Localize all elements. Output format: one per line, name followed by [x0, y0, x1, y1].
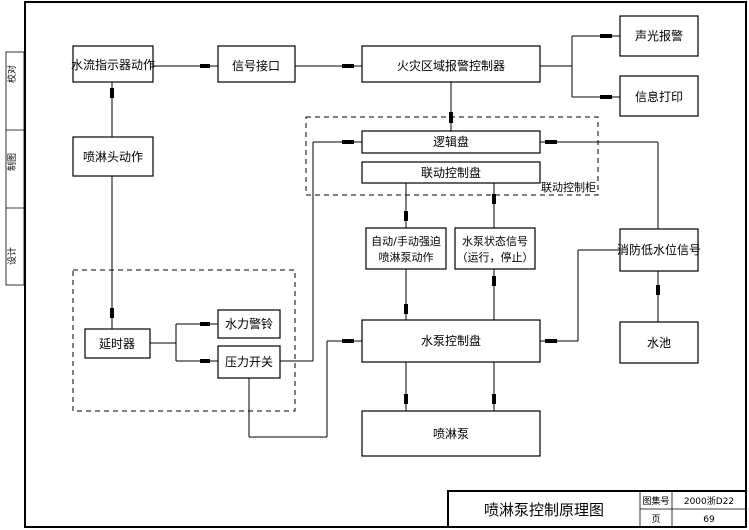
box-pump-control-panel: 水泵控制盘	[361, 319, 541, 363]
arrow-markers	[110, 34, 660, 404]
box-info-print: 信息打印	[619, 75, 699, 117]
box-label: 声光报警	[635, 28, 683, 43]
box-flow-indicator: 水流指示器动作	[71, 45, 155, 83]
box-sound-light-alarm: 声光报警	[619, 15, 699, 57]
box-label: 消防低水位信号	[617, 242, 701, 257]
sidebar-label-check: 校对	[6, 65, 18, 83]
box-label: 压力开关	[225, 355, 273, 369]
box-logic-panel: 逻辑盘	[361, 130, 541, 154]
box-fire-zone-controller: 火灾区域报警控制器	[361, 45, 541, 83]
atlas-number-value: 2000浙D22	[684, 495, 734, 507]
box-label: 水流指示器动作	[71, 57, 155, 72]
box-pump-status: 水泵状态信号 （运行，停止）	[454, 227, 536, 270]
box-label: 联动控制盘	[421, 165, 481, 180]
approval-strip: 校对 制图 设计	[5, 51, 25, 286]
page-number: 69	[703, 515, 715, 525]
atlas-number-label: 图集号	[642, 495, 669, 507]
box-water-alarm-bell: 水力警铃	[217, 309, 281, 339]
delay-group-region	[72, 269, 296, 412]
box-label: 火灾区域报警控制器	[397, 58, 505, 73]
drawing-title: 喷淋泵控制原理图	[484, 501, 604, 519]
box-linkage-panel: 联动控制盘	[361, 161, 541, 184]
sidebar-label-draw: 制图	[6, 153, 18, 171]
page-label: 页	[651, 514, 660, 525]
box-label-line2: 喷淋泵动作	[379, 251, 434, 264]
sidebar-label-design: 设计	[6, 247, 18, 265]
box-label-line2: （运行，停止）	[457, 250, 534, 264]
box-sprinkler-head: 喷淋头动作	[72, 136, 154, 177]
box-label-line1: 自动/手动强迫	[371, 234, 441, 248]
box-low-water-level: 消防低水位信号	[617, 228, 701, 272]
box-label: 喷淋头动作	[83, 150, 143, 164]
box-sprinkler-pump: 喷淋泵	[361, 410, 541, 457]
box-label: 延时器	[99, 337, 135, 351]
box-auto-manual: 自动/手动强迫 喷淋泵动作	[365, 227, 447, 270]
box-label: 喷淋泵	[433, 427, 469, 441]
box-label: 信号接口	[232, 58, 280, 73]
box-pool: 水池	[619, 321, 699, 364]
box-label-line1: 水泵状态信号	[462, 234, 528, 248]
box-label: 信息打印	[635, 89, 683, 104]
box-delay: 延时器	[84, 328, 151, 359]
box-label: 水力警铃	[225, 316, 273, 331]
box-label: 水池	[647, 336, 671, 350]
box-signal-interface: 信号接口	[217, 45, 296, 83]
box-label: 水泵控制盘	[421, 333, 481, 348]
drawing-frame	[24, 1, 747, 528]
linkage-cabinet-label: 联动控制柜	[541, 180, 596, 194]
box-label: 逻辑盘	[433, 134, 469, 149]
title-block: 喷淋泵控制原理图 图集号 2000浙D22 页 69	[447, 490, 747, 528]
box-pressure-switch: 压力开关	[217, 345, 281, 379]
